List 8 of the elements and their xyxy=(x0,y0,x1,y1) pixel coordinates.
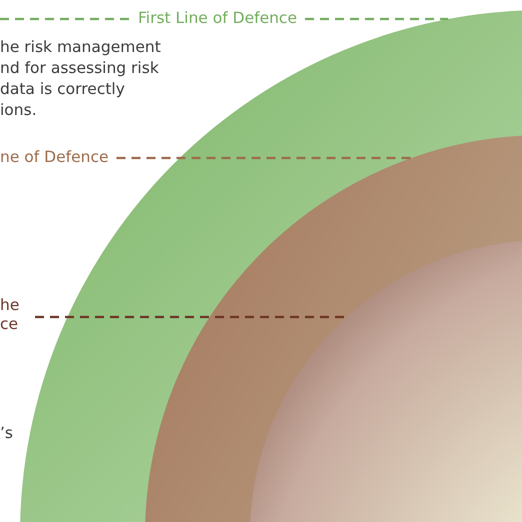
leader-line xyxy=(305,18,448,20)
description-text: he risk management nd for assessing risk data is correctly ions. xyxy=(0,37,162,121)
description-text: ’s xyxy=(0,423,14,444)
leader-line xyxy=(35,316,346,318)
line-of-defence-label: ne of Defence xyxy=(0,148,108,167)
line-of-defence-label: First Line of Defence xyxy=(138,9,297,28)
line-of-defence-label: he ce xyxy=(0,296,18,334)
leader-line xyxy=(116,156,412,160)
